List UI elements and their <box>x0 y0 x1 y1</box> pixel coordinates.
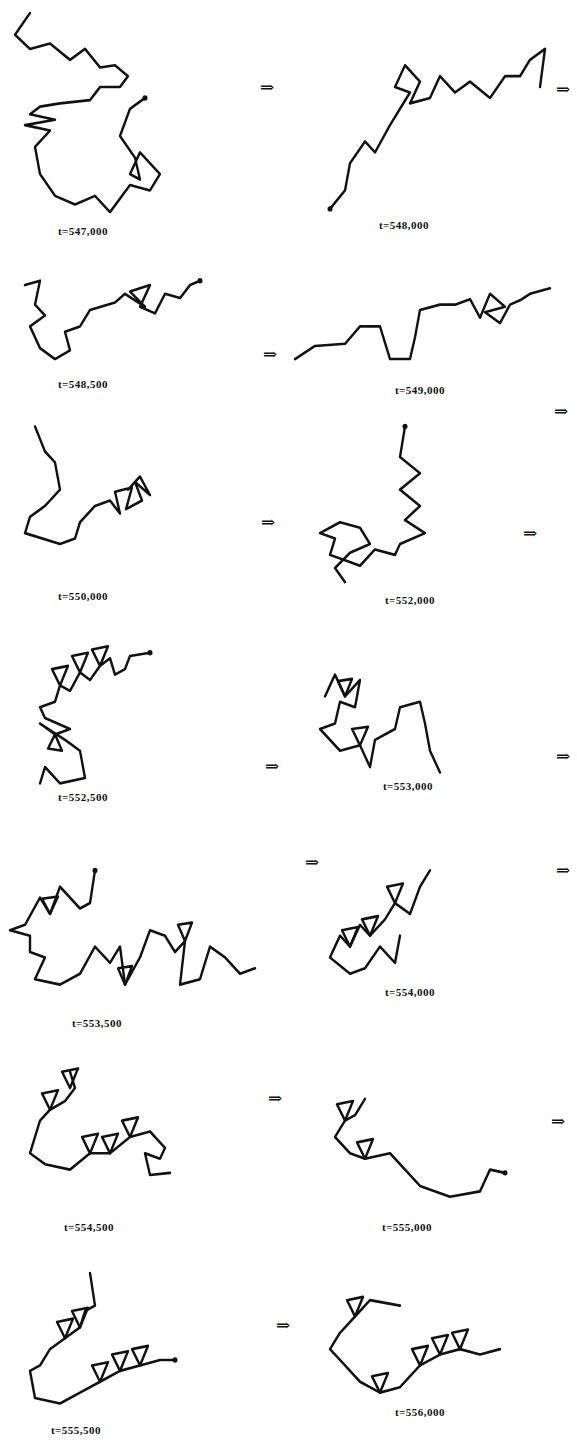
polymer-chain <box>330 870 430 973</box>
polymer-chain <box>320 426 425 582</box>
polymer-chain <box>295 288 550 359</box>
time-label: t=552,500 <box>58 791 108 803</box>
time-label: t=555,500 <box>51 1424 101 1436</box>
helix-turn <box>342 927 358 947</box>
helix-turn <box>72 653 88 673</box>
time-label: t=547,000 <box>58 225 108 237</box>
time-label: t=549,000 <box>395 384 445 396</box>
helix-turn <box>62 1068 78 1088</box>
time-label: t=556,000 <box>395 1406 445 1418</box>
time-label: t=555,000 <box>382 1221 432 1233</box>
step-arrow: ⇒ <box>556 746 570 766</box>
chain-bead <box>93 868 98 873</box>
helix-turn <box>57 1319 73 1339</box>
helix-turn <box>42 1090 58 1110</box>
polymer-chain <box>320 675 440 773</box>
helix-turn <box>82 1134 98 1154</box>
step-arrow: ⇒ <box>268 1088 282 1108</box>
step-arrow: ⇒ <box>276 1315 290 1335</box>
time-label: t=548,500 <box>58 378 108 390</box>
helix-turn <box>347 1297 363 1317</box>
step-arrow: ⇒ <box>261 512 275 532</box>
step-arrow: ⇒ <box>263 344 277 364</box>
time-label: t=553,000 <box>383 780 433 792</box>
chain-bead <box>148 650 153 655</box>
helix-turn <box>48 734 62 750</box>
chain-bead <box>503 1170 508 1175</box>
helix-turn <box>92 646 108 666</box>
step-arrow: ⇒ <box>265 756 279 776</box>
polymer-chain <box>30 1072 170 1175</box>
polymer-chain <box>25 426 150 544</box>
helix-turn <box>102 1134 118 1154</box>
helix-turn <box>338 679 352 696</box>
polymer-chain <box>40 653 150 784</box>
chain-bead <box>143 95 148 100</box>
chain-bead <box>198 278 203 283</box>
helix-turn <box>372 1373 388 1393</box>
time-label: t=552,000 <box>385 594 435 606</box>
step-arrow: ⇒ <box>556 79 570 99</box>
time-label: t=553,500 <box>72 1017 122 1029</box>
helix-turn <box>118 966 132 984</box>
helix-turn <box>112 1351 128 1371</box>
helix-turn <box>337 1101 353 1121</box>
chain-bead <box>173 1357 178 1362</box>
polymer-chain <box>330 49 545 209</box>
helix-turn <box>432 1335 448 1355</box>
helix-turn <box>122 1117 138 1137</box>
helix-turn <box>412 1346 428 1366</box>
helix-turn <box>387 883 403 903</box>
time-label: t=554,500 <box>64 1221 114 1233</box>
chain-bead <box>328 206 333 211</box>
step-arrow: ⇒ <box>554 401 568 421</box>
helix-turn <box>72 1308 88 1328</box>
helix-turn <box>132 1346 148 1366</box>
helix-turn <box>92 1362 108 1382</box>
helix-turn <box>362 916 378 936</box>
step-arrow: ⇒ <box>523 523 537 543</box>
time-label: t=550,000 <box>58 590 108 602</box>
step-arrow: ⇒ <box>551 1111 565 1131</box>
step-arrow: ⇒ <box>260 77 274 97</box>
helix-turn <box>352 727 368 745</box>
polymer-chain <box>10 870 255 984</box>
polymer-chain <box>335 1099 505 1197</box>
polymer-chain <box>15 13 160 212</box>
helix-turn <box>357 1139 373 1159</box>
helix-turn <box>452 1330 468 1350</box>
helix-turn <box>52 666 68 686</box>
time-label: t=554,000 <box>385 986 435 998</box>
polymer-chain <box>30 1273 175 1404</box>
chain-bead <box>403 424 408 429</box>
step-arrow: ⇒ <box>556 860 570 880</box>
helix-turn <box>178 923 192 941</box>
helix-turn <box>42 897 58 914</box>
time-label: t=548,000 <box>379 219 429 231</box>
step-arrow: ⇒ <box>305 852 319 872</box>
polymer-chain <box>25 281 200 359</box>
